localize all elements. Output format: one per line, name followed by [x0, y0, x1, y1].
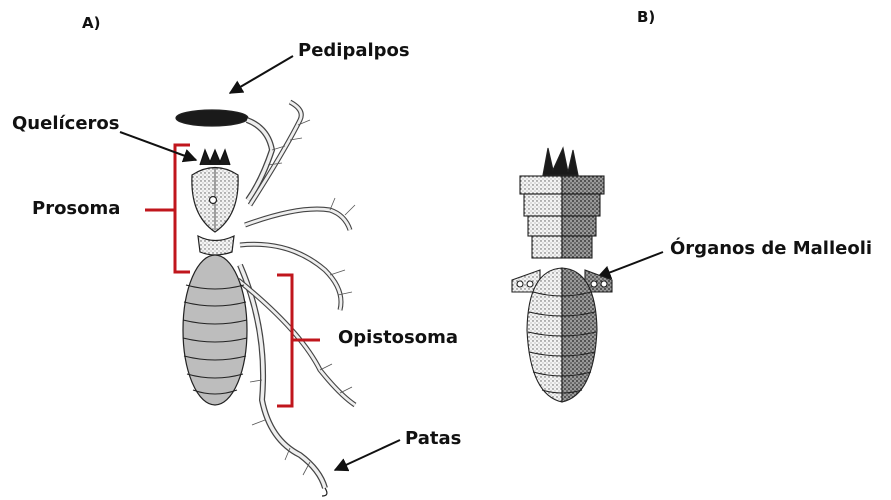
specimen-b [512, 148, 612, 402]
bracket-opistosoma [277, 275, 320, 406]
arrow-pedipalpos [230, 56, 293, 93]
opistosoma-body [183, 255, 247, 405]
chelicerae [200, 150, 230, 165]
leg-1 [250, 102, 301, 205]
specimen-a [176, 102, 355, 496]
bracket-prosoma [145, 145, 190, 272]
pedipalp-tip [176, 110, 248, 126]
arrow-organos [598, 252, 663, 277]
leg-5 [238, 280, 355, 405]
arrow-patas [335, 440, 400, 470]
